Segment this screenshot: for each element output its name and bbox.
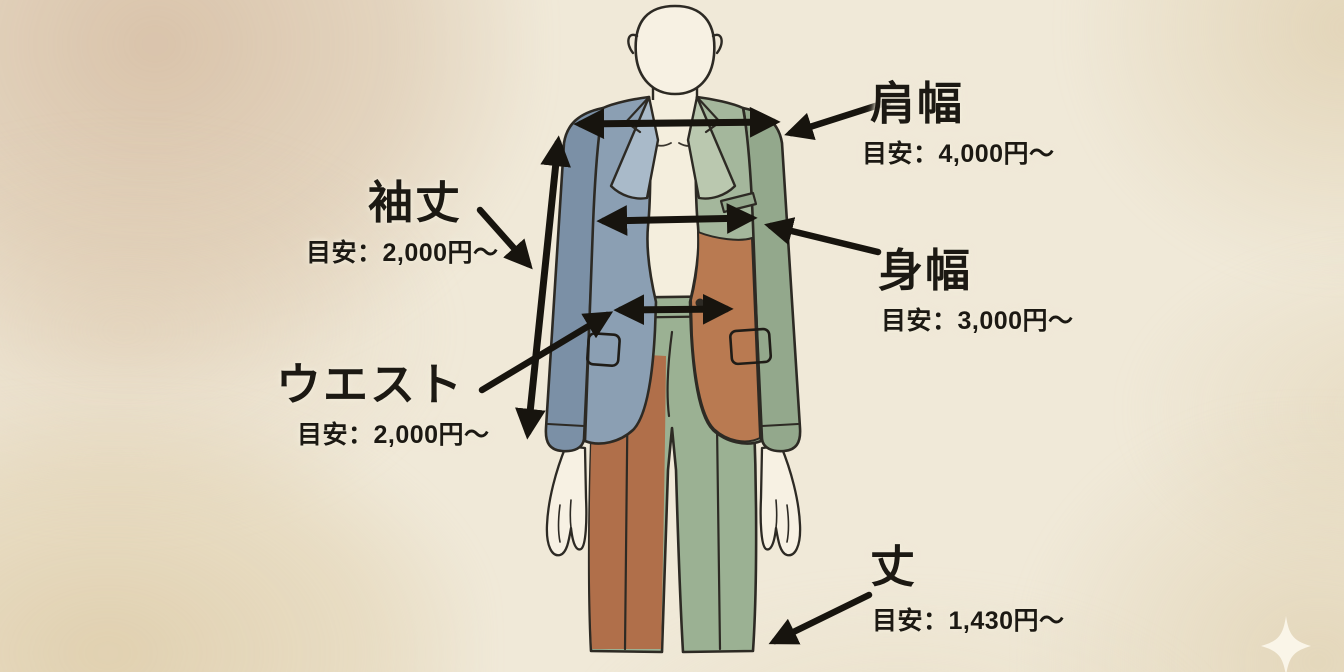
body-width-pointer: [764, 217, 882, 256]
waist-arrow: [613, 293, 734, 326]
hand-left-finger-lines: [557, 499, 572, 543]
label-length-price: 目安：1,430円〜: [872, 607, 1065, 636]
hand-right: [759, 444, 802, 557]
sleeve-length-pointer: [476, 206, 533, 270]
label-waist-price: 目安：2,000円〜: [297, 421, 490, 450]
label-shoulder-width: 肩幅 目安：4,000円〜: [862, 78, 1055, 170]
label-pointer-arrows: [476, 98, 892, 645]
flap-pocket-right: [729, 327, 773, 366]
label-shoulder-width-price: 目安：4,000円〜: [862, 140, 1055, 169]
jacket-panel-rust: [690, 231, 761, 443]
head: [634, 4, 716, 96]
body-width-arrow: [596, 203, 758, 236]
label-length-title: 丈: [870, 541, 918, 592]
label-sleeve-length-title: 袖丈: [368, 177, 463, 228]
label-length: 丈 目安：1,430円〜: [870, 543, 1065, 637]
measurement-arrows: [515, 106, 781, 440]
label-waist-title: ウエスト: [276, 359, 465, 410]
sleeve-length-arrow: [515, 135, 571, 440]
shoulder-width-arrow: [573, 106, 781, 140]
length-pointer: [768, 591, 873, 645]
person-illustration: [544, 4, 802, 654]
label-body-width: 身幅 目安：3,000円〜: [878, 247, 1074, 337]
label-sleeve-length: 袖丈 目安：2,000円〜: [306, 179, 499, 269]
ear-left-icon: [627, 33, 639, 55]
label-waist: ウエスト 目安：2,000円〜: [276, 361, 490, 451]
label-body-width-price: 目安：3,000円〜: [881, 307, 1074, 336]
sparkle-icon: [1261, 616, 1311, 672]
hand-left: [545, 444, 588, 557]
hand-right-finger-lines: [775, 499, 790, 543]
label-shoulder-width-title: 肩幅: [870, 78, 965, 129]
label-body-width-title: 身幅: [878, 245, 973, 296]
ear-right-icon: [711, 33, 723, 55]
label-sleeve-length-price: 目安：2,000円〜: [306, 239, 499, 268]
shoulder-width-pointer: [784, 98, 892, 141]
waist-pointer: [478, 311, 614, 394]
